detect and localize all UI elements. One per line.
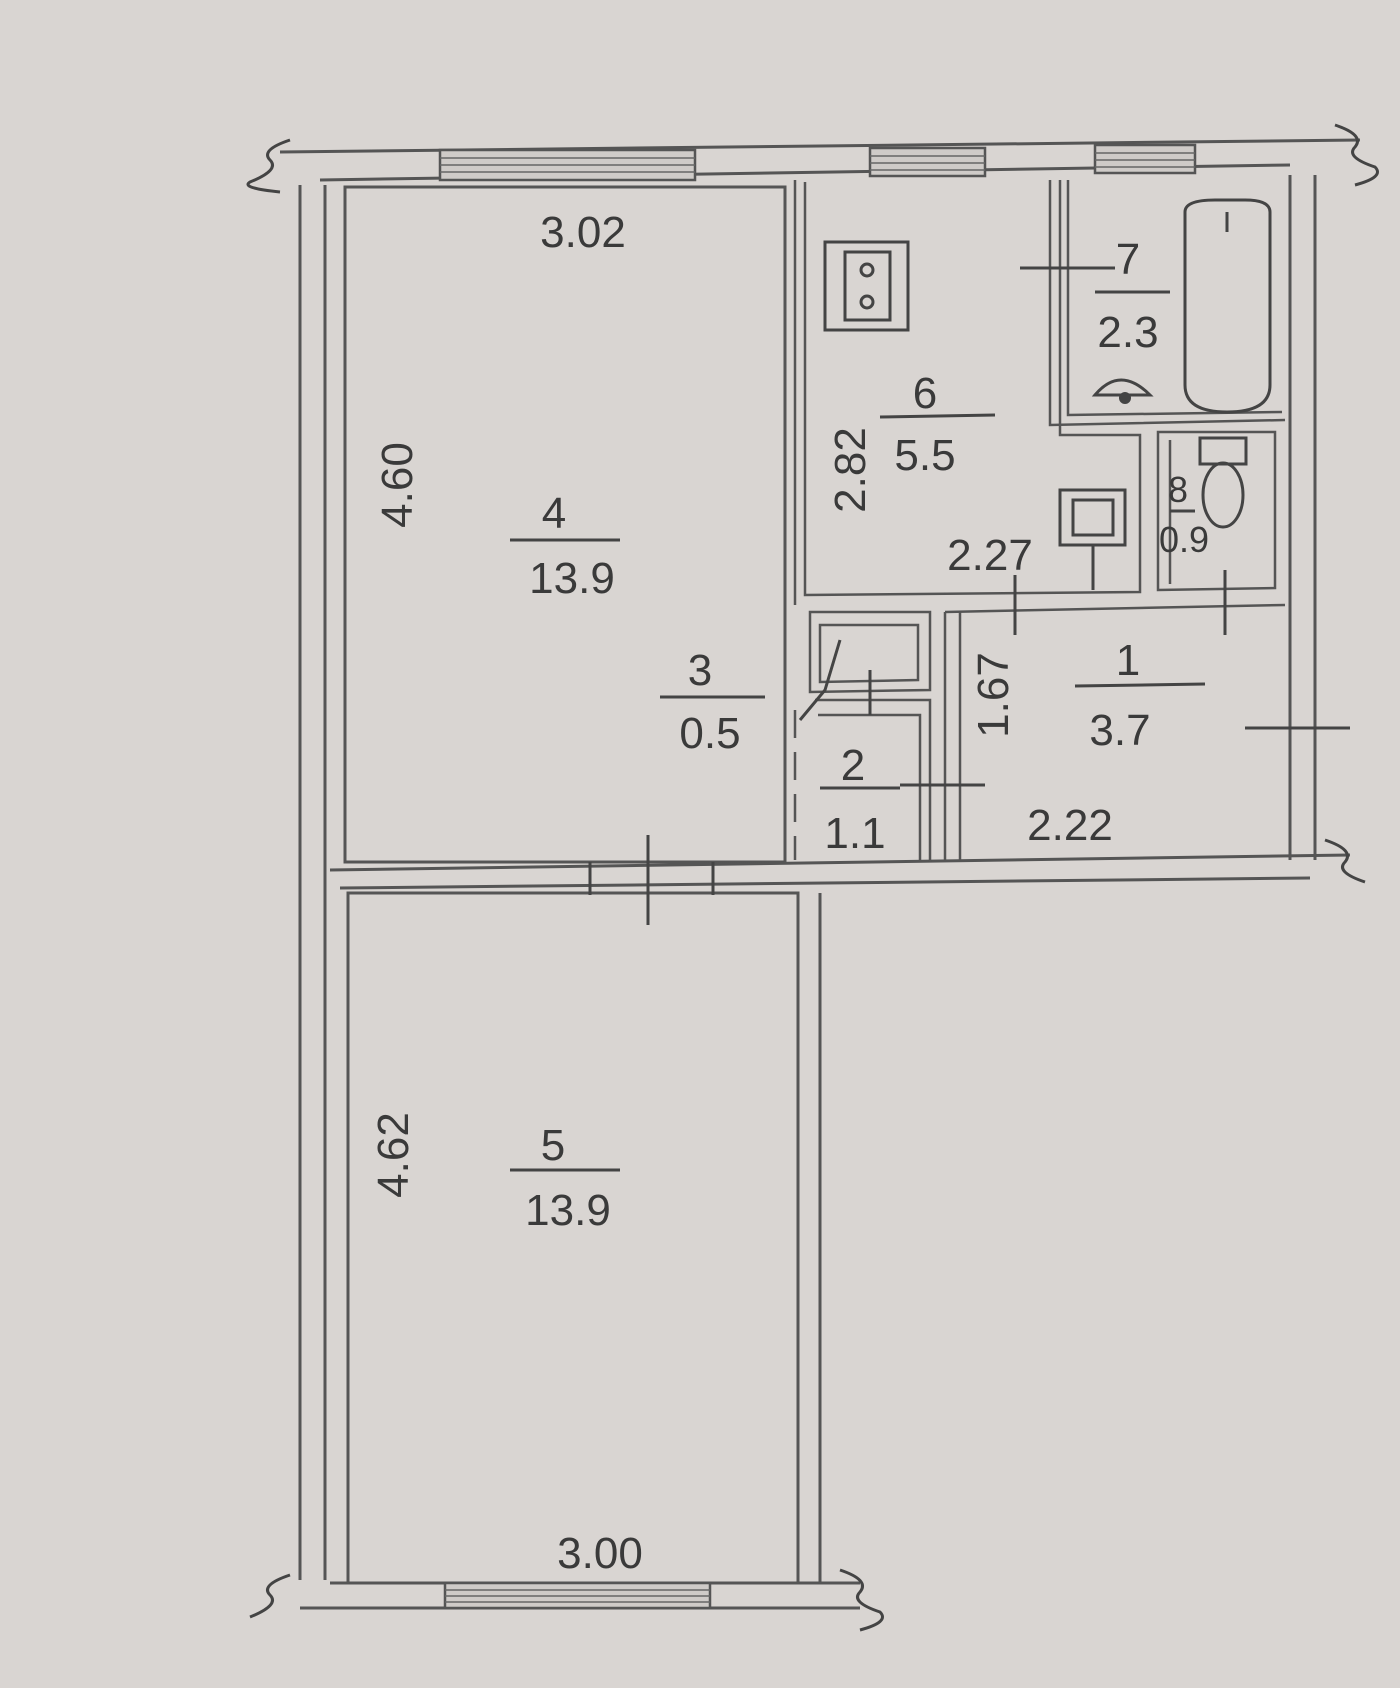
svg-text:4: 4 — [542, 489, 566, 538]
svg-text:2.3: 2.3 — [1097, 308, 1158, 357]
room-label-7: 7 2.3 — [1095, 235, 1170, 357]
bathtub-icon — [1183, 198, 1272, 414]
svg-text:5.5: 5.5 — [894, 431, 955, 480]
door-marks — [588, 266, 1350, 925]
svg-text:3: 3 — [688, 646, 712, 695]
room-label-1: 1 3.7 — [1074, 636, 1206, 755]
svg-text:5: 5 — [541, 1121, 565, 1170]
exterior-walls — [279, 138, 1361, 1610]
svg-text:13.9: 13.9 — [525, 1186, 611, 1235]
dimension-room6-length: 2.82 — [826, 427, 875, 513]
svg-text:3.7: 3.7 — [1089, 706, 1150, 755]
dimension-room5-length: 4.62 — [369, 1112, 418, 1198]
room-label-3: 3 0.5 — [660, 646, 765, 758]
windows — [438, 143, 1197, 1610]
svg-text:6: 6 — [913, 369, 937, 418]
window-kitchen — [868, 146, 987, 178]
dimension-room4-length: 4.60 — [373, 442, 422, 528]
sink-icon — [1058, 488, 1127, 590]
wall-break-marks — [246, 123, 1379, 1632]
svg-text:2: 2 — [841, 741, 865, 790]
svg-text:1: 1 — [1116, 636, 1140, 685]
room-label-4: 4 13.9 — [510, 489, 620, 603]
stove-icon — [823, 240, 910, 332]
dimension-room1-length: 1.67 — [969, 652, 1018, 738]
toilet-icon — [1198, 436, 1248, 529]
svg-text:0.9: 0.9 — [1159, 519, 1209, 560]
svg-text:0.5: 0.5 — [679, 709, 740, 758]
window-room4 — [438, 148, 697, 182]
room-label-2: 2 1.1 — [820, 741, 900, 858]
dimension-room4-width: 3.02 — [540, 208, 626, 257]
room-label-6: 6 5.5 — [879, 369, 996, 480]
svg-text:1.1: 1.1 — [824, 809, 885, 858]
dimension-room1-width: 2.22 — [1027, 801, 1113, 850]
washbasin-icon — [1091, 378, 1154, 404]
dimension-room6-width: 2.27 — [947, 531, 1033, 580]
svg-text:7: 7 — [1116, 235, 1140, 284]
svg-text:8: 8 — [1168, 469, 1188, 510]
interior-walls — [793, 180, 1286, 862]
room-label-5: 5 13.9 — [510, 1121, 620, 1235]
room-label-8: 8 0.9 — [1159, 469, 1209, 560]
window-room5 — [443, 1581, 712, 1610]
svg-text:13.9: 13.9 — [529, 554, 615, 603]
window-bath — [1093, 143, 1197, 175]
dimension-room5-width: 3.00 — [557, 1529, 643, 1578]
